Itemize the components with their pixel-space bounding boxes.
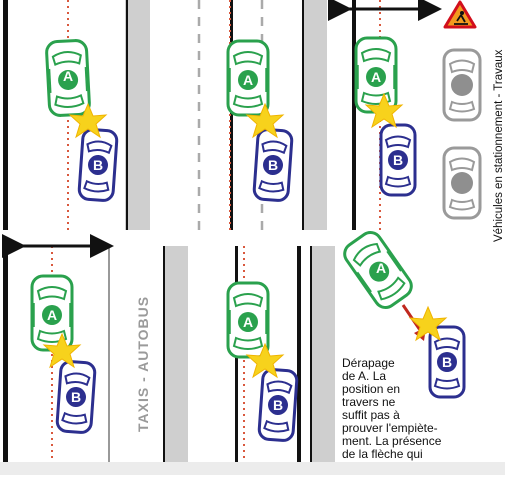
island-edge — [310, 246, 312, 462]
car-a-label: A — [376, 260, 386, 276]
island-edge — [163, 246, 165, 462]
svg-text:ment. La présence: ment. La présence — [342, 434, 442, 448]
road-edge-line — [352, 0, 356, 230]
road-edge-line — [3, 250, 8, 462]
svg-text:suffit pas à: suffit pas à — [342, 408, 400, 422]
bottom-strip — [0, 462, 505, 475]
traffic-island — [163, 246, 188, 462]
parked-works-label: Véhicules en stationnement - Travaux — [493, 49, 505, 242]
road-edge-line — [230, 0, 233, 230]
car-b-label: B — [273, 397, 283, 413]
car-b-label: B — [71, 389, 81, 405]
svg-text:travers ne: travers ne — [342, 395, 396, 409]
skid-explanation: Dérapage de A. La position en travers ne… — [342, 356, 442, 461]
car-b-label: B — [442, 354, 452, 370]
car-a-label: A — [243, 72, 253, 88]
skid-arrow — [401, 304, 422, 331]
svg-text:de A. La: de A. La — [342, 369, 386, 383]
road-edge-line — [3, 0, 8, 230]
svg-text:position en: position en — [342, 382, 400, 396]
car-a-label: A — [371, 69, 381, 85]
car-a-label: A — [243, 314, 253, 330]
roadworks-warning-icon — [443, 0, 477, 29]
traffic-island — [310, 246, 335, 462]
bus-lane-line — [108, 246, 110, 462]
car-b-label: B — [393, 152, 403, 168]
parked-car — [442, 48, 482, 122]
car-b-label: B — [268, 157, 278, 173]
parked-car — [442, 146, 482, 220]
car-a-label: A — [63, 68, 73, 84]
traffic-island — [302, 0, 327, 230]
traffic-island — [125, 0, 150, 230]
island-edge — [302, 0, 304, 230]
svg-text:prouver l'empiète-: prouver l'empiète- — [342, 421, 438, 435]
svg-text:Dérapage: Dérapage — [342, 356, 395, 370]
svg-text:de la flèche qui: de la flèche qui — [342, 447, 423, 461]
car-b-label: B — [93, 157, 103, 173]
road-edge-line — [297, 246, 301, 462]
island-edge — [126, 0, 128, 230]
bus-lane-label: TAXIS - AUTOBUS — [135, 296, 151, 432]
car-a-label: A — [47, 307, 57, 323]
